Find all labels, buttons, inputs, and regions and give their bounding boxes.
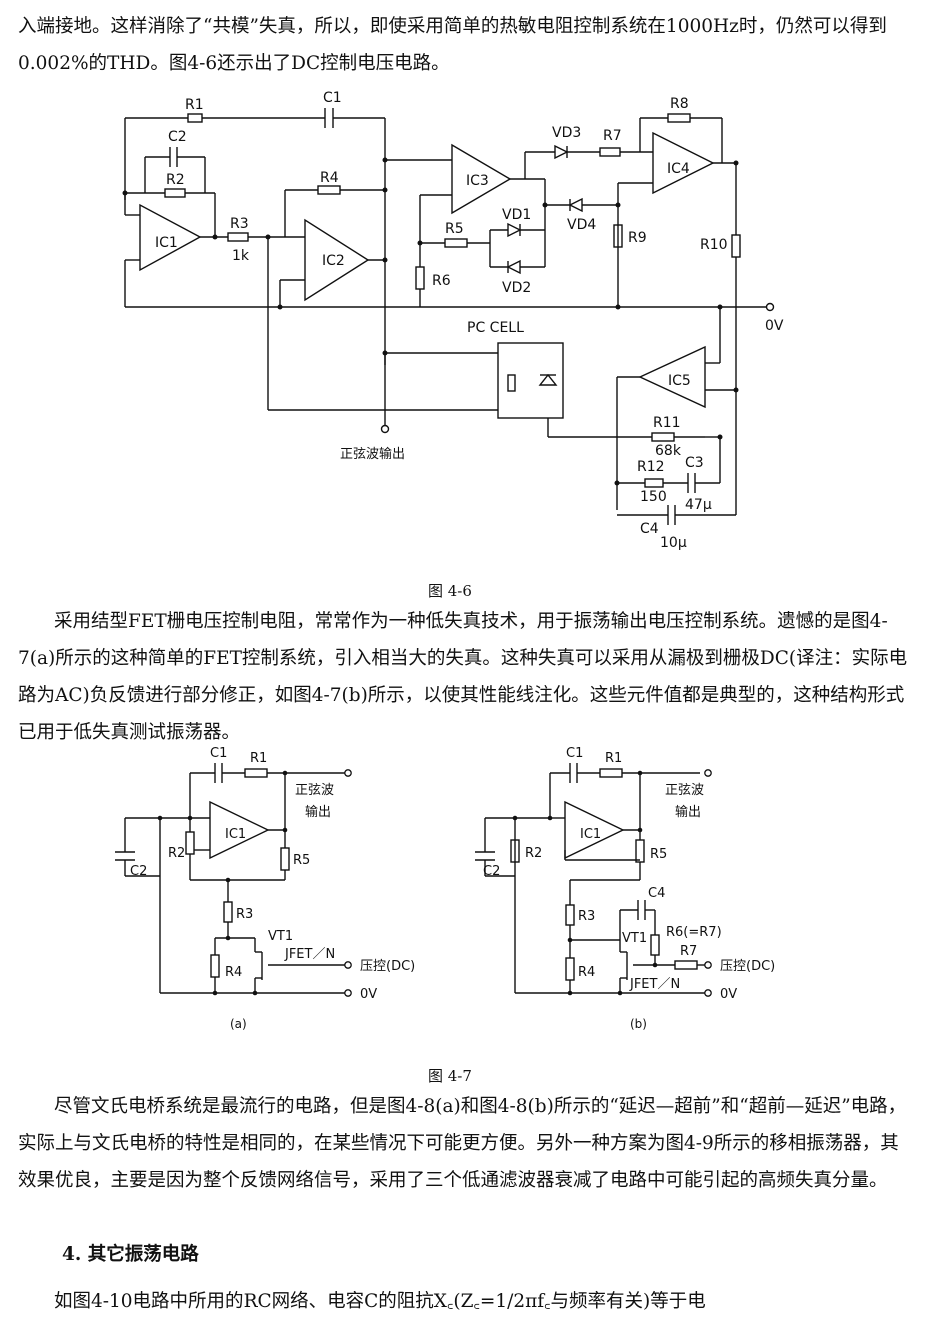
fig47a-label-out1: 正弦波 — [295, 782, 334, 798]
label-r11-value: 68k — [655, 443, 682, 459]
label-ic5: IC5 — [668, 373, 691, 389]
fig47a-label-c2: C2 — [130, 864, 147, 879]
paragraph-rc-network: 如图4-10电路中所用的RC网络、电容C的阻抗X꜀(Z꜀=1/2πf꜀与频率有关… — [54, 1291, 706, 1312]
figure-4-6-caption: 图 4-6 — [428, 582, 472, 600]
label-c4: C4 — [640, 521, 659, 537]
label-r9: R9 — [628, 230, 647, 246]
label-0v: 0V — [765, 318, 784, 334]
label-c3-value: 47μ — [685, 497, 712, 513]
fig47a-sublabel: (a) — [230, 1017, 247, 1031]
label-c2: C2 — [168, 129, 187, 145]
figure-4-7-caption: 图 4-7 — [428, 1067, 472, 1085]
label-c4-value: 10μ — [660, 535, 687, 551]
fig47b-label-r6: R6(=R7) — [666, 925, 722, 940]
label-vd2: VD2 — [502, 280, 531, 296]
fig47a-label-jfet: JFET／N — [284, 947, 335, 962]
fig47b-label-r5: R5 — [650, 847, 667, 862]
label-ic3: IC3 — [466, 173, 489, 189]
fig47b-label-r2: R2 — [525, 846, 542, 861]
fig47b-label-r1: R1 — [605, 751, 622, 766]
label-vd1: VD1 — [502, 207, 531, 223]
fig47b-label-jfet: JFET／N — [629, 977, 680, 992]
fig47a-label-out2: 输出 — [305, 804, 331, 820]
label-r10: R10 — [700, 237, 728, 253]
fig47b-label-out2: 输出 — [675, 804, 701, 820]
label-r6: R6 — [432, 273, 451, 289]
fig47a-label-ic1: IC1 — [225, 827, 246, 842]
fig47a-label-r5: R5 — [293, 853, 310, 868]
paragraph-fet: 采用结型FET栅电压控制电阻，常常作为一种低失真技术，用于振荡输出电压控制系统。… — [18, 611, 908, 743]
label-c1: C1 — [323, 90, 342, 106]
label-r11: R11 — [653, 415, 681, 431]
label-r12: R12 — [637, 459, 665, 475]
label-r3-value: 1k — [232, 248, 250, 264]
paragraph-wien-bridge: 尽管文氏电桥系统是最流行的电路，但是图4-8(a)和图4-8(b)所示的“延迟—… — [18, 1096, 907, 1191]
fig47a-label-r2: R2 — [168, 846, 185, 861]
fig47b-label-0v: 0V — [720, 987, 737, 1002]
label-r2: R2 — [166, 172, 185, 188]
label-vd3: VD3 — [552, 125, 581, 141]
fig47b-label-r4: R4 — [578, 965, 595, 980]
fig47a-label-c1: C1 — [210, 746, 227, 761]
fig47b-label-ctrl: 压控(DC) — [720, 959, 775, 974]
figure-4-6-circuit: R1 C1 C2 R2 IC1 R3 1k R4 IC2 IC3 IC4 IC5… — [122, 90, 784, 551]
fig47b-label-vt1: VT1 — [622, 931, 647, 946]
fig47b-sublabel: (b) — [630, 1017, 647, 1031]
fig47b-label-out1: 正弦波 — [665, 782, 704, 798]
paragraph-intro: 入端接地。这样消除了“共模”失真，所以，即使采用简单的热敏电阻控制系统在1000… — [18, 16, 887, 74]
fig47a-label-r3: R3 — [236, 907, 253, 922]
label-r4: R4 — [320, 170, 339, 186]
label-c3: C3 — [685, 455, 704, 471]
fig47a-label-0v: 0V — [360, 987, 377, 1002]
fig47b-label-c4: C4 — [648, 886, 665, 901]
label-r3: R3 — [230, 216, 249, 232]
figure-4-7a-circuit: C1 R1 正弦波 输出 C2 R2 IC1 R5 R3 VT1 JFET／N … — [115, 746, 415, 1031]
fig47a-label-r1: R1 — [250, 751, 267, 766]
label-vd4: VD4 — [567, 217, 596, 233]
fig47a-label-ctrl: 压控(DC) — [360, 959, 415, 974]
fig47b-label-r7: R7 — [680, 944, 697, 959]
fig47a-label-vt1: VT1 — [268, 929, 293, 944]
label-r8: R8 — [670, 96, 689, 112]
label-pc-cell: PC CELL — [467, 320, 524, 336]
figure-4-7b-circuit: C1 R1 正弦波 输出 C2 R2 IC1 R5 C4 R3 VT1 R6(=… — [475, 746, 775, 1031]
fig47b-label-c2: C2 — [483, 864, 500, 879]
fig47a-label-r4: R4 — [225, 965, 242, 980]
label-sine-output: 正弦波输出 — [340, 446, 405, 462]
label-r7: R7 — [603, 128, 622, 144]
label-r12-value: 150 — [640, 489, 667, 505]
fig47b-label-r3: R3 — [578, 909, 595, 924]
label-ic4: IC4 — [667, 161, 690, 177]
label-ic1: IC1 — [155, 235, 178, 251]
fig47b-label-c1: C1 — [566, 746, 583, 761]
label-r1: R1 — [185, 97, 204, 113]
section-heading: 4. 其它振荡电路 — [62, 1244, 199, 1265]
label-r5: R5 — [445, 221, 464, 237]
label-ic2: IC2 — [322, 253, 345, 269]
fig47b-label-ic1: IC1 — [580, 827, 601, 842]
